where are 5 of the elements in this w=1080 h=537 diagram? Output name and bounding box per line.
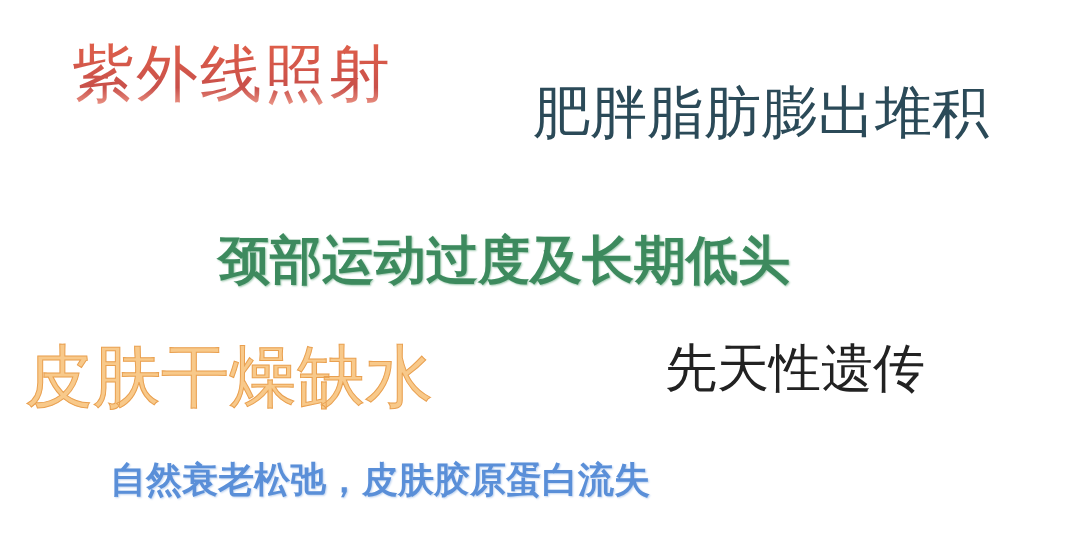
cause-text: 先天性遗传 bbox=[665, 340, 925, 398]
cause-text: 皮肤干燥缺水 bbox=[25, 340, 433, 415]
cause-text: 颈部运动过度及长期低头 bbox=[218, 232, 790, 290]
cause-text: 自然衰老松弛，皮肤胶原蛋白流失 bbox=[110, 460, 650, 500]
cause-text: 肥胖脂肪膨出堆积 bbox=[533, 82, 989, 145]
